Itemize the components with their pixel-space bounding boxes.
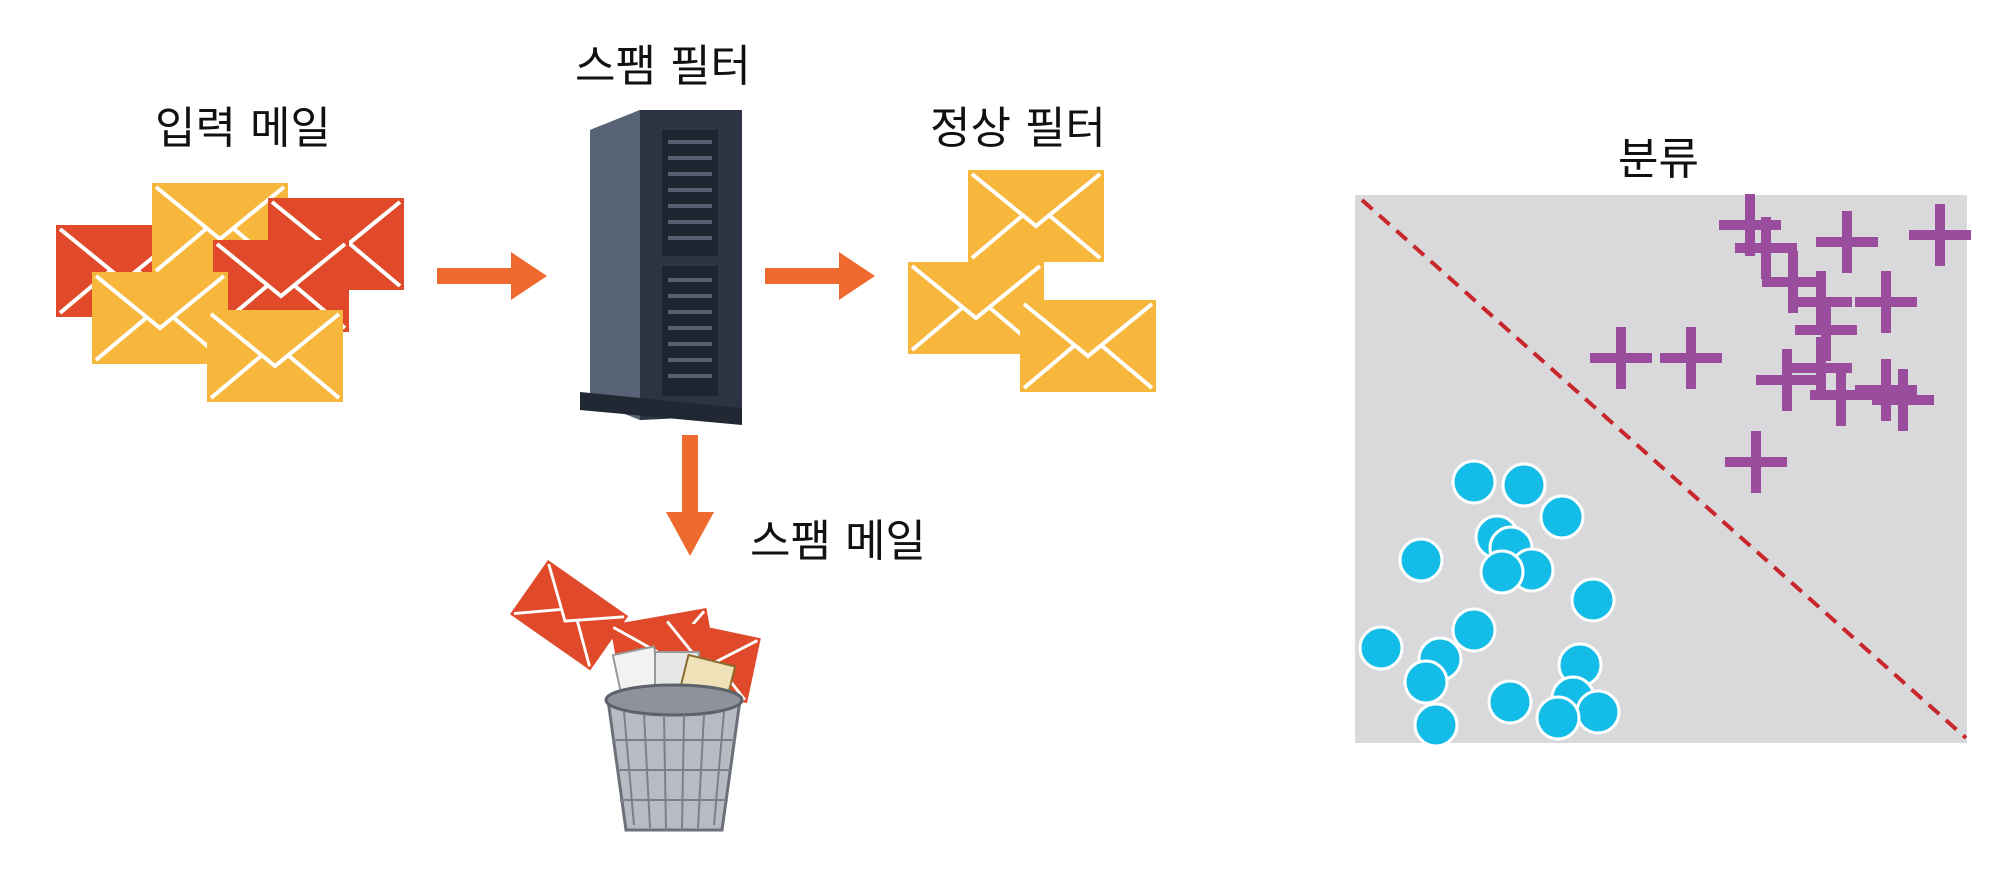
circle-marker: [1570, 577, 1616, 623]
plus-marker: [1660, 327, 1722, 389]
plus-marker: [1855, 271, 1917, 333]
plus-marker: [1816, 211, 1878, 273]
envelope-icon: [1018, 298, 1158, 394]
spam-filter-label: 스팸 필터: [575, 41, 751, 92]
plus-marker: [1909, 204, 1971, 266]
circle-marker: [1451, 459, 1497, 505]
circle-marker: [1501, 462, 1547, 508]
trash-can-icon: [604, 645, 744, 832]
spam-mail-label: 스팸 메일: [750, 516, 926, 567]
arrow-right-icon: [765, 252, 875, 300]
circle-marker: [1413, 702, 1459, 748]
plus-markers: [1590, 194, 1971, 493]
classification-panel: [1355, 194, 1971, 748]
server-tower-icon: [580, 110, 742, 425]
plus-marker: [1756, 349, 1818, 411]
circle-marker: [1575, 689, 1621, 735]
decision-boundary: [1360, 198, 1968, 740]
circle-marker: [1403, 659, 1449, 705]
arrow-right-icon: [437, 252, 547, 300]
plus-marker: [1735, 217, 1797, 279]
plus-marker: [1725, 431, 1787, 493]
envelope-icon: [508, 558, 630, 672]
normal-filter-label: 정상 필터: [930, 103, 1106, 154]
envelope-icon: [205, 308, 345, 404]
circle-marker: [1398, 537, 1444, 583]
circle-markers: [1358, 459, 1621, 748]
circle-marker: [1479, 549, 1525, 595]
input-mail-pile: [54, 181, 406, 404]
envelope-icon: [966, 168, 1106, 264]
circle-marker: [1539, 494, 1585, 540]
circle-marker: [1535, 695, 1581, 741]
plus-marker: [1590, 327, 1652, 389]
classification-label: 분류: [1618, 134, 1699, 185]
circle-marker: [1358, 625, 1404, 671]
input-mail-label: 입력 메일: [155, 103, 331, 154]
circle-marker: [1451, 607, 1497, 653]
normal-mail-pile: [906, 168, 1158, 394]
plus-marker: [1872, 369, 1934, 431]
arrow-down-icon: [666, 435, 714, 556]
circle-marker: [1487, 679, 1533, 725]
